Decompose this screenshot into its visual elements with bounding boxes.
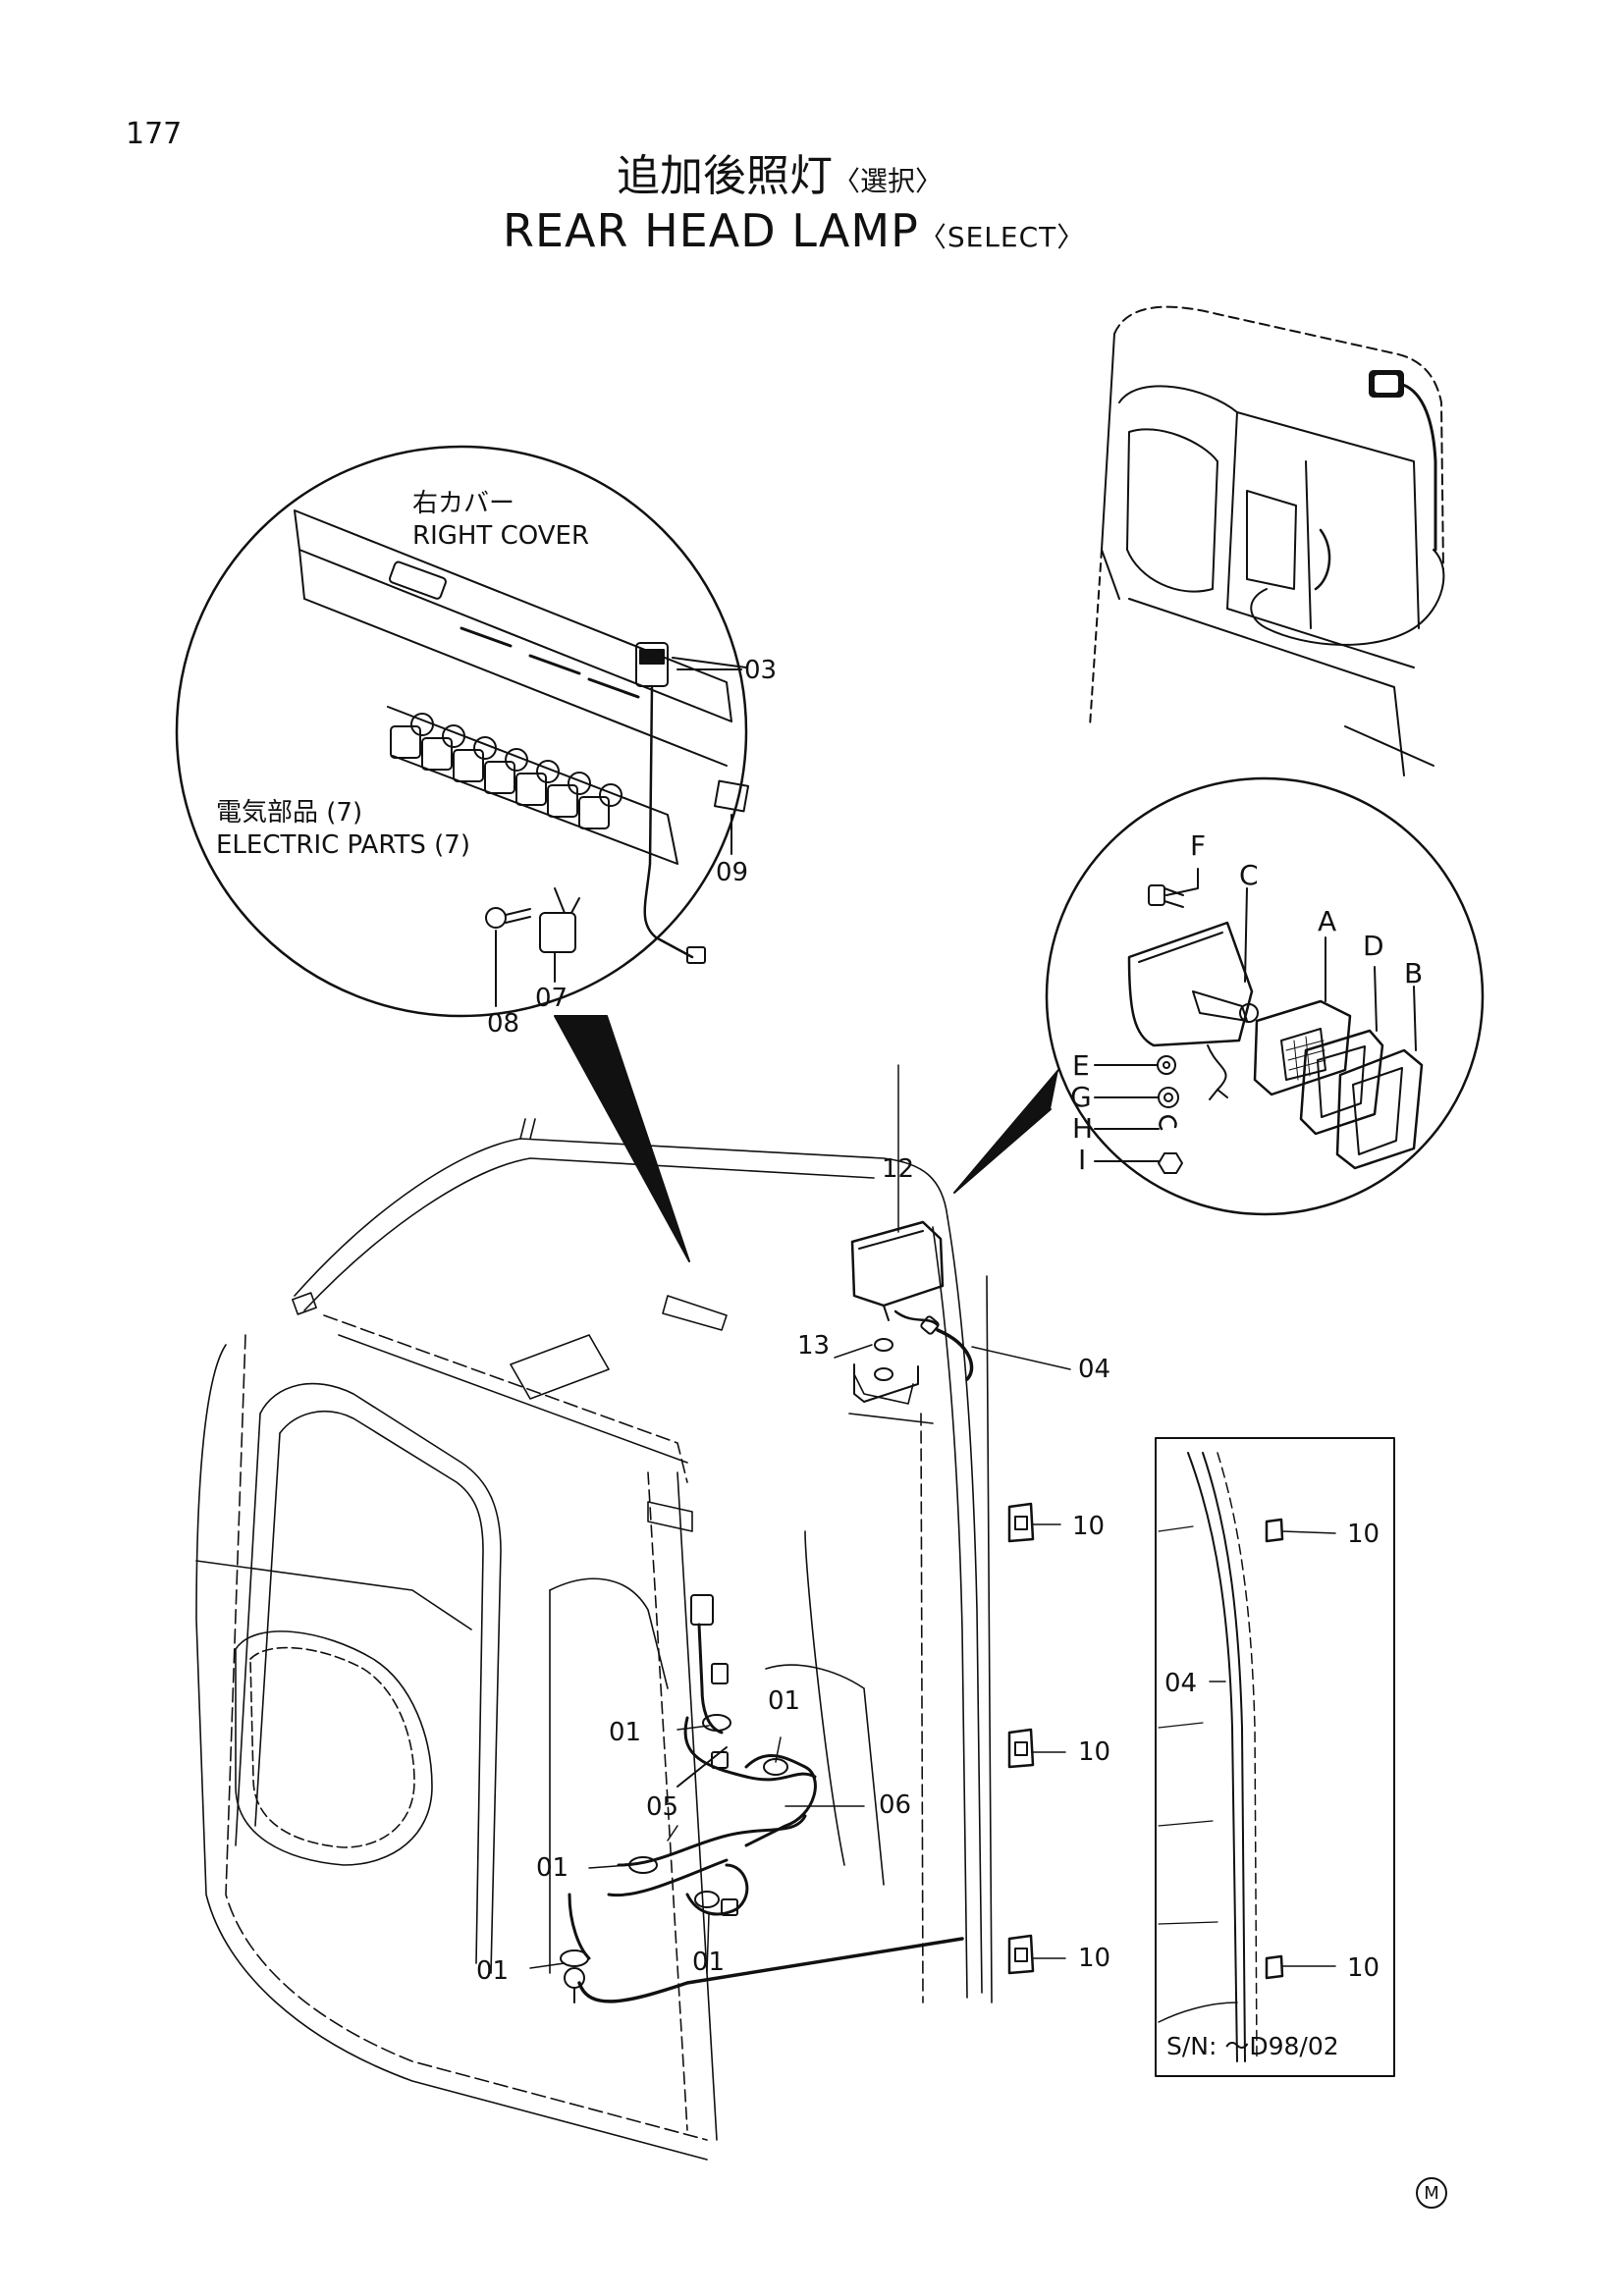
harness-assembly <box>560 1594 964 2003</box>
label-right-cover-jp: 右カバー <box>412 489 515 518</box>
inset-serial-view <box>1155 1437 1395 2077</box>
label-lamp-i: I <box>1078 1144 1087 1176</box>
label-lamp-g: G <box>1070 1081 1092 1113</box>
lamp-detail <box>953 776 1485 1216</box>
label-part-10-b: 10 <box>1078 1737 1111 1767</box>
label-part-10-a: 10 <box>1072 1512 1106 1541</box>
label-part-10-c: 10 <box>1078 1944 1111 1973</box>
label-lamp-f: F <box>1190 829 1207 862</box>
label-part-05: 05 <box>646 1792 679 1822</box>
harness-04 <box>936 1328 974 1381</box>
label-inset-10-top: 10 <box>1347 1520 1380 1549</box>
title-japanese: 追加後照灯〈選択〉 <box>617 155 943 198</box>
label-part-08: 08 <box>487 1009 520 1039</box>
title-en-sub: 〈SELECT〉 <box>918 221 1086 253</box>
title-english: REAR HEAD LAMP〈SELECT〉 <box>503 208 1085 253</box>
label-part-07: 07 <box>535 984 568 1013</box>
label-electric-parts-jp: 電気部品 (7) <box>216 798 363 828</box>
label-lamp-c: C <box>1239 859 1259 891</box>
relay-row <box>387 706 678 865</box>
label-lamp-h: H <box>1072 1112 1094 1145</box>
label-lamp-b: B <box>1404 957 1424 989</box>
label-serial-number: S/N: ～D98/02 <box>1166 2032 1339 2060</box>
label-lamp-a: A <box>1318 905 1337 937</box>
label-part-01-a: 01 <box>609 1718 642 1747</box>
right-cover-detail <box>175 445 750 1262</box>
leader-lines <box>529 1064 899 1974</box>
label-part-01-b: 01 <box>768 1686 801 1716</box>
main-cab <box>195 1118 993 2161</box>
label-part-12: 12 <box>882 1154 915 1184</box>
title-en-main: REAR HEAD LAMP <box>503 204 919 257</box>
label-right-cover-en: RIGHT COVER <box>412 521 590 551</box>
label-part-03: 03 <box>744 656 778 685</box>
clips-10 <box>1007 1502 1066 1975</box>
rear-head-lamp-12 <box>850 1220 945 1403</box>
label-part-04: 04 <box>1078 1355 1111 1384</box>
title-jp-sub: 〈選択〉 <box>833 165 944 197</box>
m-mark-icon: M <box>1416 2177 1447 2209</box>
label-inset-04: 04 <box>1164 1669 1198 1698</box>
cab-overview-view <box>1089 305 1445 776</box>
label-inset-10-bottom: 10 <box>1347 1953 1380 1983</box>
label-part-09: 09 <box>716 858 749 887</box>
label-lamp-e: E <box>1072 1049 1090 1082</box>
label-part-01-e: 01 <box>692 1948 726 1977</box>
label-electric-parts-en: ELECTRIC PARTS (7) <box>216 830 470 860</box>
page-number: 177 <box>126 117 183 151</box>
label-part-06: 06 <box>879 1790 912 1820</box>
title-jp-main: 追加後照灯 <box>617 151 833 201</box>
label-part-01-d: 01 <box>476 1956 510 1986</box>
label-part-13: 13 <box>797 1331 831 1361</box>
label-part-01-c: 01 <box>536 1853 569 1883</box>
label-lamp-d: D <box>1363 930 1384 962</box>
